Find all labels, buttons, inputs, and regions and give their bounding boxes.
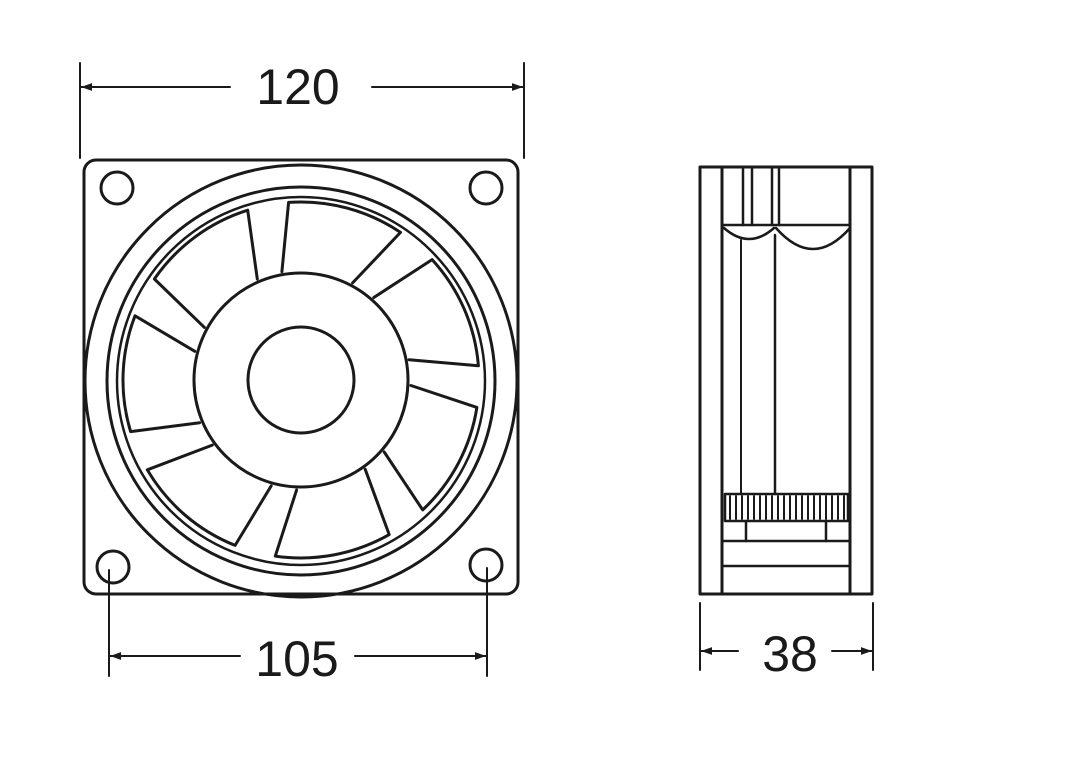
venturi-inner-ring	[105, 185, 497, 577]
blade-curve-left	[722, 226, 776, 241]
dimension-hole-spacing: 105	[108, 567, 488, 687]
knurled-band	[723, 492, 850, 523]
fan-blade	[382, 384, 479, 512]
dimension-overall-width: 120	[79, 59, 525, 159]
knurl-ticks	[729, 495, 845, 520]
mounting-hole-bottom-left	[95, 549, 131, 585]
fan-blade	[280, 200, 402, 285]
front-view	[82, 158, 520, 599]
dimension-label-38: 38	[762, 626, 818, 682]
fan-blade	[121, 314, 202, 434]
side-view	[698, 165, 874, 596]
dimension-label-105: 105	[255, 631, 338, 687]
motor-hub-inner	[246, 325, 356, 435]
fan-frame-outline	[82, 158, 520, 596]
fan-blade	[152, 208, 259, 329]
dimension-depth: 38	[699, 602, 874, 682]
fan-blade	[372, 258, 480, 368]
blade-tip-circle	[115, 195, 487, 567]
dimension-label-120: 120	[256, 59, 339, 115]
fan-blade	[273, 467, 391, 560]
mounting-hole-top-right	[468, 170, 504, 206]
motor-hub-outer	[192, 271, 410, 489]
venturi-outer-ring	[83, 163, 519, 599]
blade-curve-right	[774, 226, 852, 251]
side-frame-outline	[698, 165, 874, 596]
fan-blades	[121, 200, 480, 560]
fan-blade	[145, 443, 273, 547]
mounting-hole-top-left	[99, 170, 135, 206]
